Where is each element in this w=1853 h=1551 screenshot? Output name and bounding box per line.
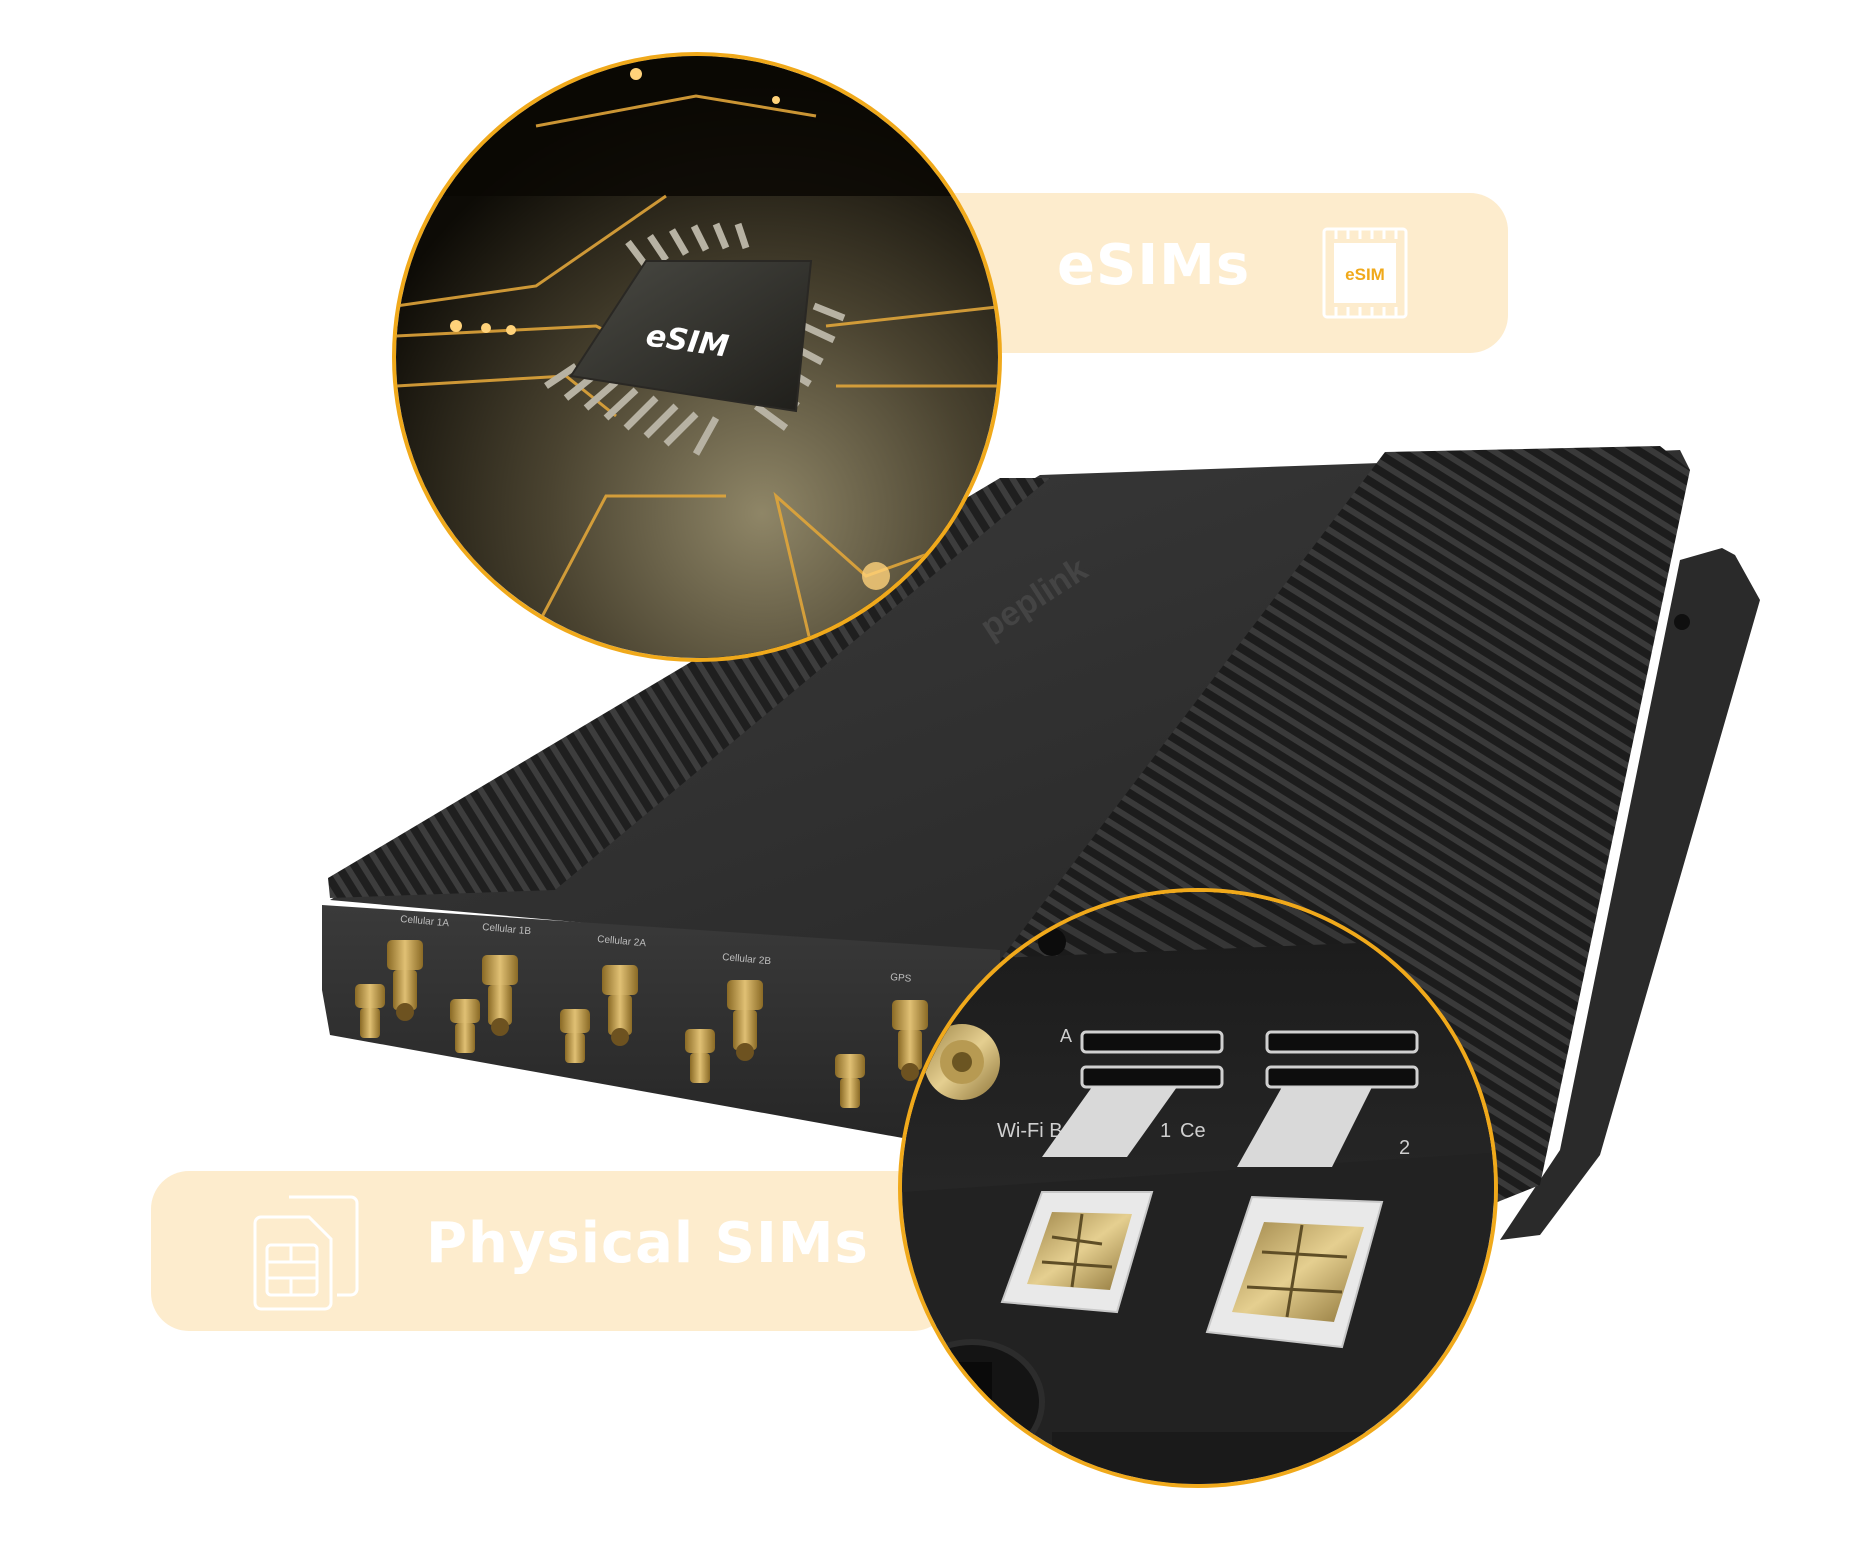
sim-slot xyxy=(1080,1030,1224,1089)
sma-connector xyxy=(727,980,763,1061)
sim-tray-card xyxy=(1042,1087,1372,1167)
physical-sims-label-pill: Physical SIMs xyxy=(151,1171,951,1331)
sma-connector xyxy=(835,1054,865,1108)
physical-sims-pill-text: Physical SIMs xyxy=(426,1211,869,1276)
sma-connector xyxy=(560,1009,590,1063)
wifi-port-label: Wi-Fi B xyxy=(997,1120,1063,1142)
sma-connector xyxy=(387,940,423,1021)
slot-label: Ce xyxy=(1180,1120,1206,1142)
esim-pill-text: eSIMs xyxy=(1057,233,1251,298)
sim-card xyxy=(1205,1195,1384,1349)
sma-connector xyxy=(450,999,480,1053)
esim-chip-icon: eSIM xyxy=(1322,227,1408,319)
sma-connector xyxy=(685,1029,715,1083)
port-label: Cellular 2B xyxy=(722,952,772,967)
slot-label: A xyxy=(1060,1026,1072,1046)
wifi-antenna-connector xyxy=(924,1024,1000,1100)
mounting-flange xyxy=(1500,548,1760,1240)
sim-cards-icon xyxy=(253,1195,359,1311)
esim-chip: eSIM xyxy=(544,222,846,456)
sma-connector xyxy=(482,955,518,1036)
esim-zoom-circle: eSIM xyxy=(392,52,1002,662)
mount-hole xyxy=(1674,614,1690,630)
port-label: Cellular 2A xyxy=(597,934,647,949)
slot-label: 1 xyxy=(1160,1120,1171,1142)
sim-slot xyxy=(1265,1030,1419,1089)
slot-label: 2 xyxy=(1399,1137,1410,1159)
sim-card xyxy=(1000,1191,1154,1314)
esim-icon-text: eSIM xyxy=(1345,265,1385,284)
sma-connector xyxy=(602,965,638,1046)
port-label: Cellular 1B xyxy=(482,922,532,937)
sim-slots-zoom-circle: Wi-Fi B A 1 Ce 2 xyxy=(898,888,1498,1488)
sma-connector xyxy=(355,984,385,1038)
barrel-connector xyxy=(902,1339,1045,1465)
port-label: Cellular 1A xyxy=(400,914,450,929)
